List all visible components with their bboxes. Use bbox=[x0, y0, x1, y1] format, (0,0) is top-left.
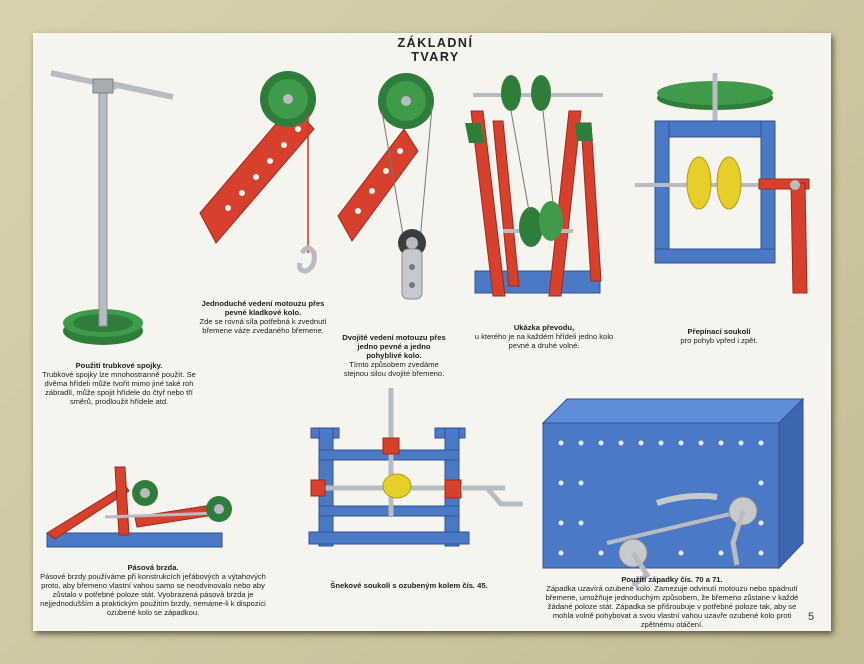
caption-transmission: Ukázka převodu, u kterého je na každém h… bbox=[469, 323, 619, 350]
caption-text: Západka uzavírá ozubené kolo. Zamezuje o… bbox=[545, 584, 799, 629]
book-page: ZÁKLADNÍ TVARY bbox=[33, 33, 831, 631]
caption-text: Pásové brzdy používáme při konstrukcích … bbox=[40, 572, 266, 617]
caption-heading: Pásová brzda. bbox=[127, 563, 179, 572]
caption-band-brake: Pásová brzda. Pásové brzdy používáme při… bbox=[39, 563, 267, 617]
caption-text: Zde se rovná síla potřebná k zvednutí bř… bbox=[199, 317, 327, 335]
caption-text: Tímto způsobem zvedáme stejnou silou dvo… bbox=[343, 360, 445, 378]
page-title: ZÁKLADNÍ TVARY bbox=[397, 36, 474, 64]
transmission-illustration bbox=[465, 75, 603, 297]
band-brake-illustration bbox=[46, 466, 232, 548]
double-pulley-illustration bbox=[337, 73, 434, 300]
caption-heading: Přepínací soukolí bbox=[687, 327, 751, 336]
worm-gear-illustration bbox=[308, 388, 523, 547]
tube-coupling-illustration bbox=[50, 70, 174, 345]
caption-double-rope: Dvojité vedení motouzu přes jedno pevné … bbox=[339, 333, 449, 378]
single-pulley-illustration bbox=[199, 71, 317, 274]
caption-text: pro pohyb vpřed i zpět. bbox=[680, 336, 758, 345]
page-number: 5 bbox=[808, 611, 815, 623]
caption-heading: Šnekové soukolí s ozubeným kolem čís. 45… bbox=[330, 581, 488, 590]
caption-worm-gear: Šnekové soukolí s ozubeným kolem čís. 45… bbox=[309, 581, 509, 590]
caption-heading: Použití trubkové spojky. bbox=[75, 361, 163, 370]
caption-heading: Jednoduché vedení motouzu přes pevné kla… bbox=[201, 299, 325, 317]
caption-heading: Ukázka převodu, bbox=[513, 323, 575, 332]
caption-heading: Dvojité vedení motouzu přes jedno pevné … bbox=[342, 333, 446, 360]
caption-tube-coupling: Použití trubkové spojky. Trubkové spojky… bbox=[39, 361, 199, 406]
caption-heading: Použití západky čís. 70 a 71. bbox=[621, 575, 723, 584]
caption-single-rope: Jednoduché vedení motouzu přes pevné kla… bbox=[199, 299, 327, 335]
reversing-gear-illustration bbox=[635, 73, 810, 294]
caption-ratchet: Použití západky čís. 70 a 71. Západka uz… bbox=[539, 575, 805, 629]
caption-text: u kterého je na každém hřídeli jedno kol… bbox=[474, 332, 614, 350]
caption-reversing-gear: Přepínací soukolí pro pohyb vpřed i zpět… bbox=[649, 327, 789, 345]
caption-text: Trubkové spojky lze mnohostranně použít.… bbox=[42, 370, 196, 406]
ratchet-illustration bbox=[541, 397, 805, 588]
